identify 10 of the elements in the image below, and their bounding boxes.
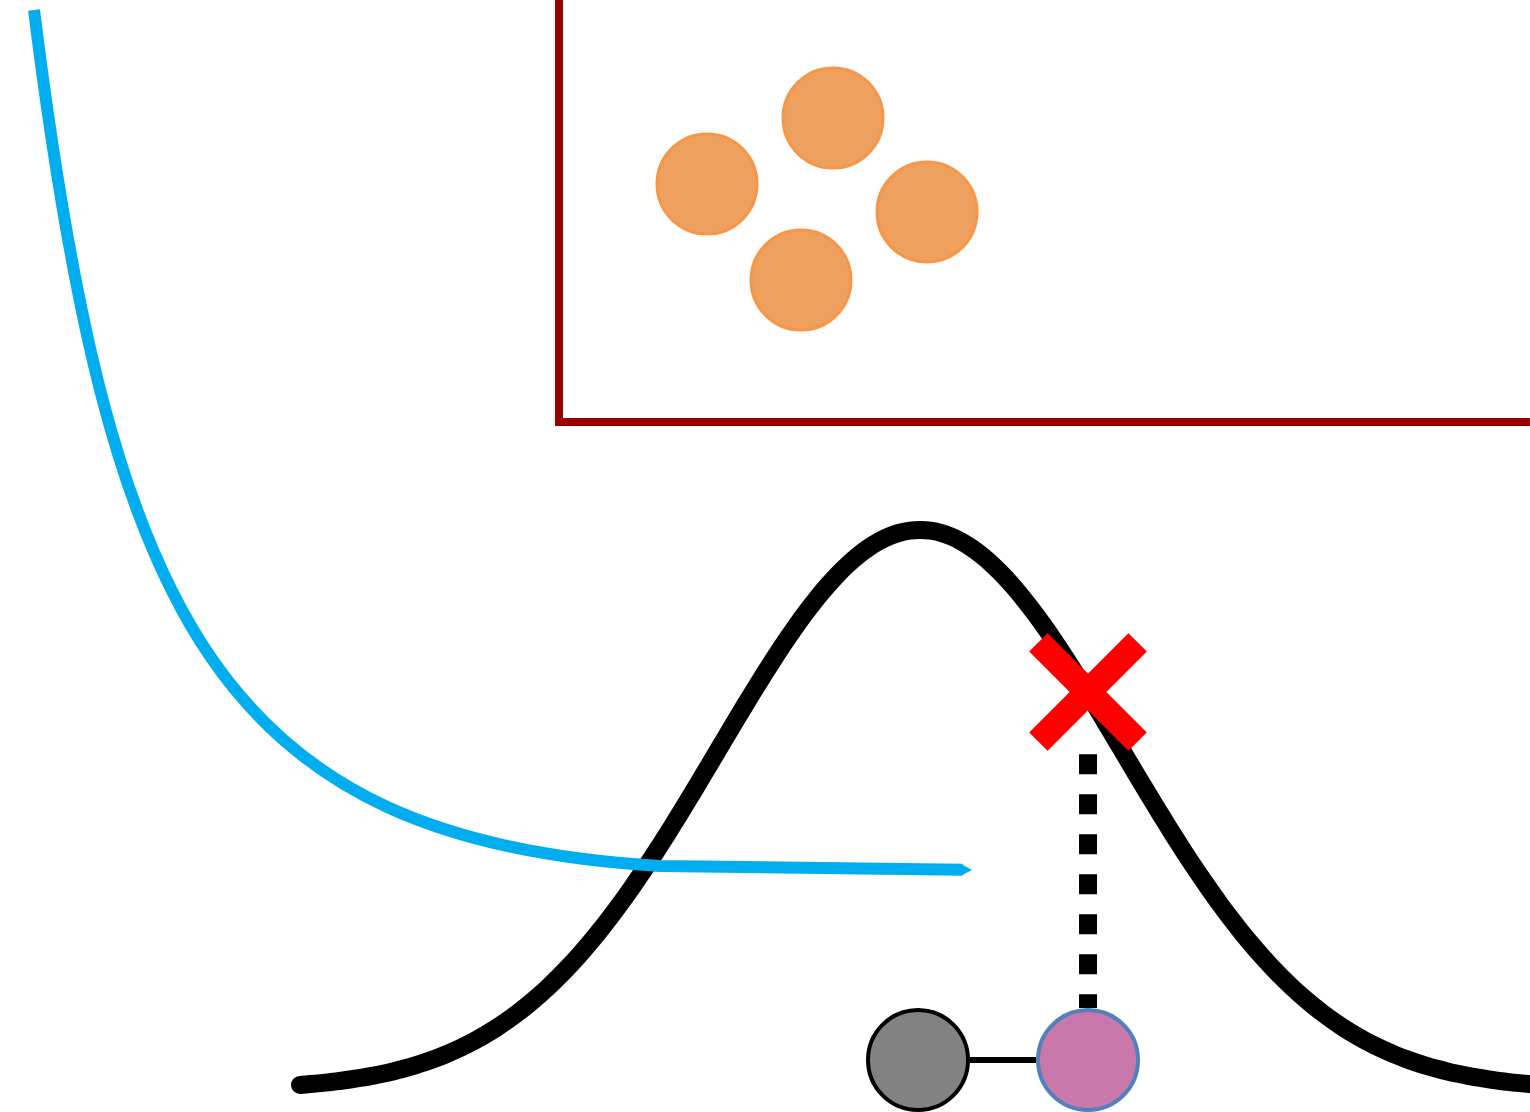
particle-circle xyxy=(781,66,885,170)
particle-circle xyxy=(875,160,979,264)
dotted-line xyxy=(1079,754,1097,1008)
cross-mark xyxy=(1025,629,1151,755)
particle-circle xyxy=(1036,1007,1140,1112)
particle-circle xyxy=(866,1007,970,1112)
connector-line xyxy=(970,1056,1036,1063)
panel-frame xyxy=(555,0,1530,426)
particle-circle xyxy=(749,228,853,332)
particle-circle xyxy=(655,132,759,236)
